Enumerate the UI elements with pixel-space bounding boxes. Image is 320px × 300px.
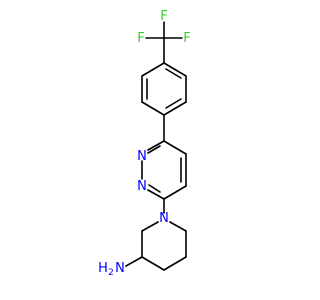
phenyl-bond-6 xyxy=(141,62,165,77)
fluorine-label-top: F xyxy=(160,9,167,24)
amine-hydrogen-label: H xyxy=(98,261,108,276)
pyridazine-bond-n1-c6 xyxy=(147,189,165,200)
fluorine-label-left: F xyxy=(137,31,144,46)
piperidine-bond-c3-c4 xyxy=(141,256,165,271)
pyridazine-bond-c3-n2 xyxy=(147,140,165,151)
phenyl-double-1 xyxy=(165,68,182,79)
phenyl-bond-1 xyxy=(163,62,187,77)
nitrogen-label-piperidine: N xyxy=(159,211,169,226)
pyridazine-bond-c6-c5 xyxy=(163,185,187,200)
pyridazine-double-c3-n2 xyxy=(147,145,161,154)
phenyl-bond-3 xyxy=(163,101,187,116)
piperidine-ring xyxy=(141,221,187,271)
phenyl-ring xyxy=(141,62,187,116)
nitrogen-label-n1: N xyxy=(137,179,147,194)
piperidine-bond-c4-c5 xyxy=(163,256,187,271)
pyridazine-ring xyxy=(141,140,187,200)
pyridazine-double-n1-c6 xyxy=(148,184,161,193)
amine-nitrogen-label: N xyxy=(115,261,125,276)
bond-c3-amine xyxy=(125,256,143,267)
piperidine-bond-c6-n xyxy=(169,221,187,232)
fluorine-label-right: F xyxy=(183,31,190,46)
pyridazine-bond-c4-c3 xyxy=(163,140,187,155)
piperidine-bond-n-c2 xyxy=(141,221,159,232)
amine-subscript-label: 2 xyxy=(108,268,114,278)
phenyl-double-2 xyxy=(165,98,182,109)
molecule-structure: F F F N N N H 2 N xyxy=(98,9,191,278)
nitrogen-label-n2: N xyxy=(137,149,147,164)
phenyl-bond-4 xyxy=(141,101,165,116)
trifluoromethyl-group xyxy=(145,21,183,64)
